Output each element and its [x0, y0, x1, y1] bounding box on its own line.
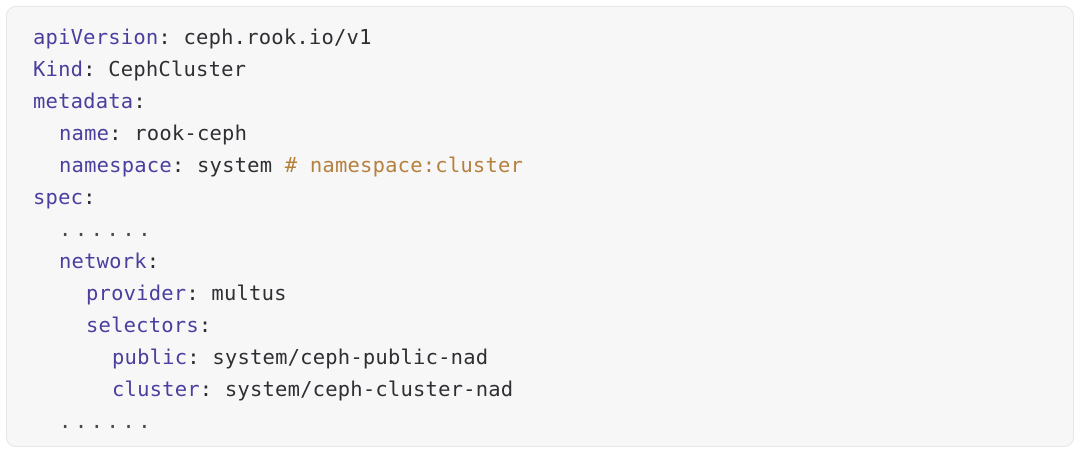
yaml-colon: : — [83, 57, 96, 81]
ellipsis-token: ...... — [59, 409, 155, 433]
yaml-colon: : — [109, 121, 122, 145]
code-line: ...... — [7, 405, 1073, 437]
yaml-key: metadata — [33, 89, 134, 113]
code-line: provider: multus — [7, 277, 1073, 309]
yaml-colon: : — [187, 345, 200, 369]
yaml-comment: # namespace:cluster — [272, 153, 524, 177]
yaml-colon: : — [133, 89, 146, 113]
yaml-key: network — [59, 249, 147, 273]
yaml-key: name — [59, 121, 110, 145]
yaml-colon: : — [198, 313, 212, 337]
yaml-value: system/ceph-public-nad — [199, 345, 489, 369]
yaml-value: ceph.rook.io/v1 — [170, 25, 372, 49]
yaml-key: cluster — [112, 377, 200, 401]
code-line: spec: — [7, 181, 1073, 213]
code-line: namespace: system # namespace:cluster — [7, 149, 1073, 181]
code-line: network: — [7, 245, 1073, 277]
code-line: Kind: CephCluster — [7, 53, 1073, 85]
yaml-value: rook-ceph — [121, 121, 248, 145]
yaml-key: provider — [86, 281, 187, 305]
yaml-value: multus — [198, 281, 287, 305]
yaml-value: CephCluster — [95, 57, 247, 81]
ellipsis-token: ...... — [59, 217, 155, 241]
yaml-value: system/ceph-cluster-nad — [212, 377, 514, 401]
code-line: public: system/ceph-public-nad — [7, 341, 1073, 373]
yaml-key: apiVersion — [33, 25, 159, 49]
yaml-colon: : — [186, 281, 199, 305]
yaml-colon: : — [146, 249, 160, 273]
yaml-colon: : — [83, 185, 96, 209]
yaml-value: system — [184, 153, 273, 177]
code-line: apiVersion: ceph.rook.io/v1 — [7, 21, 1073, 53]
yaml-key: public — [112, 345, 188, 369]
yaml-colon: : — [158, 25, 171, 49]
code-line: cluster: system/ceph-cluster-nad — [7, 373, 1073, 405]
code-line: metadata: — [7, 85, 1073, 117]
yaml-key: selectors — [86, 313, 199, 337]
yaml-colon: : — [171, 153, 185, 177]
code-line: ...... — [7, 213, 1073, 245]
code-line: selectors: — [7, 309, 1073, 341]
code-line: name: rook-ceph — [7, 117, 1073, 149]
yaml-colon: : — [199, 377, 213, 401]
yaml-key: Kind — [33, 57, 84, 81]
yaml-key: spec — [33, 185, 84, 209]
yaml-key: namespace — [59, 153, 172, 177]
